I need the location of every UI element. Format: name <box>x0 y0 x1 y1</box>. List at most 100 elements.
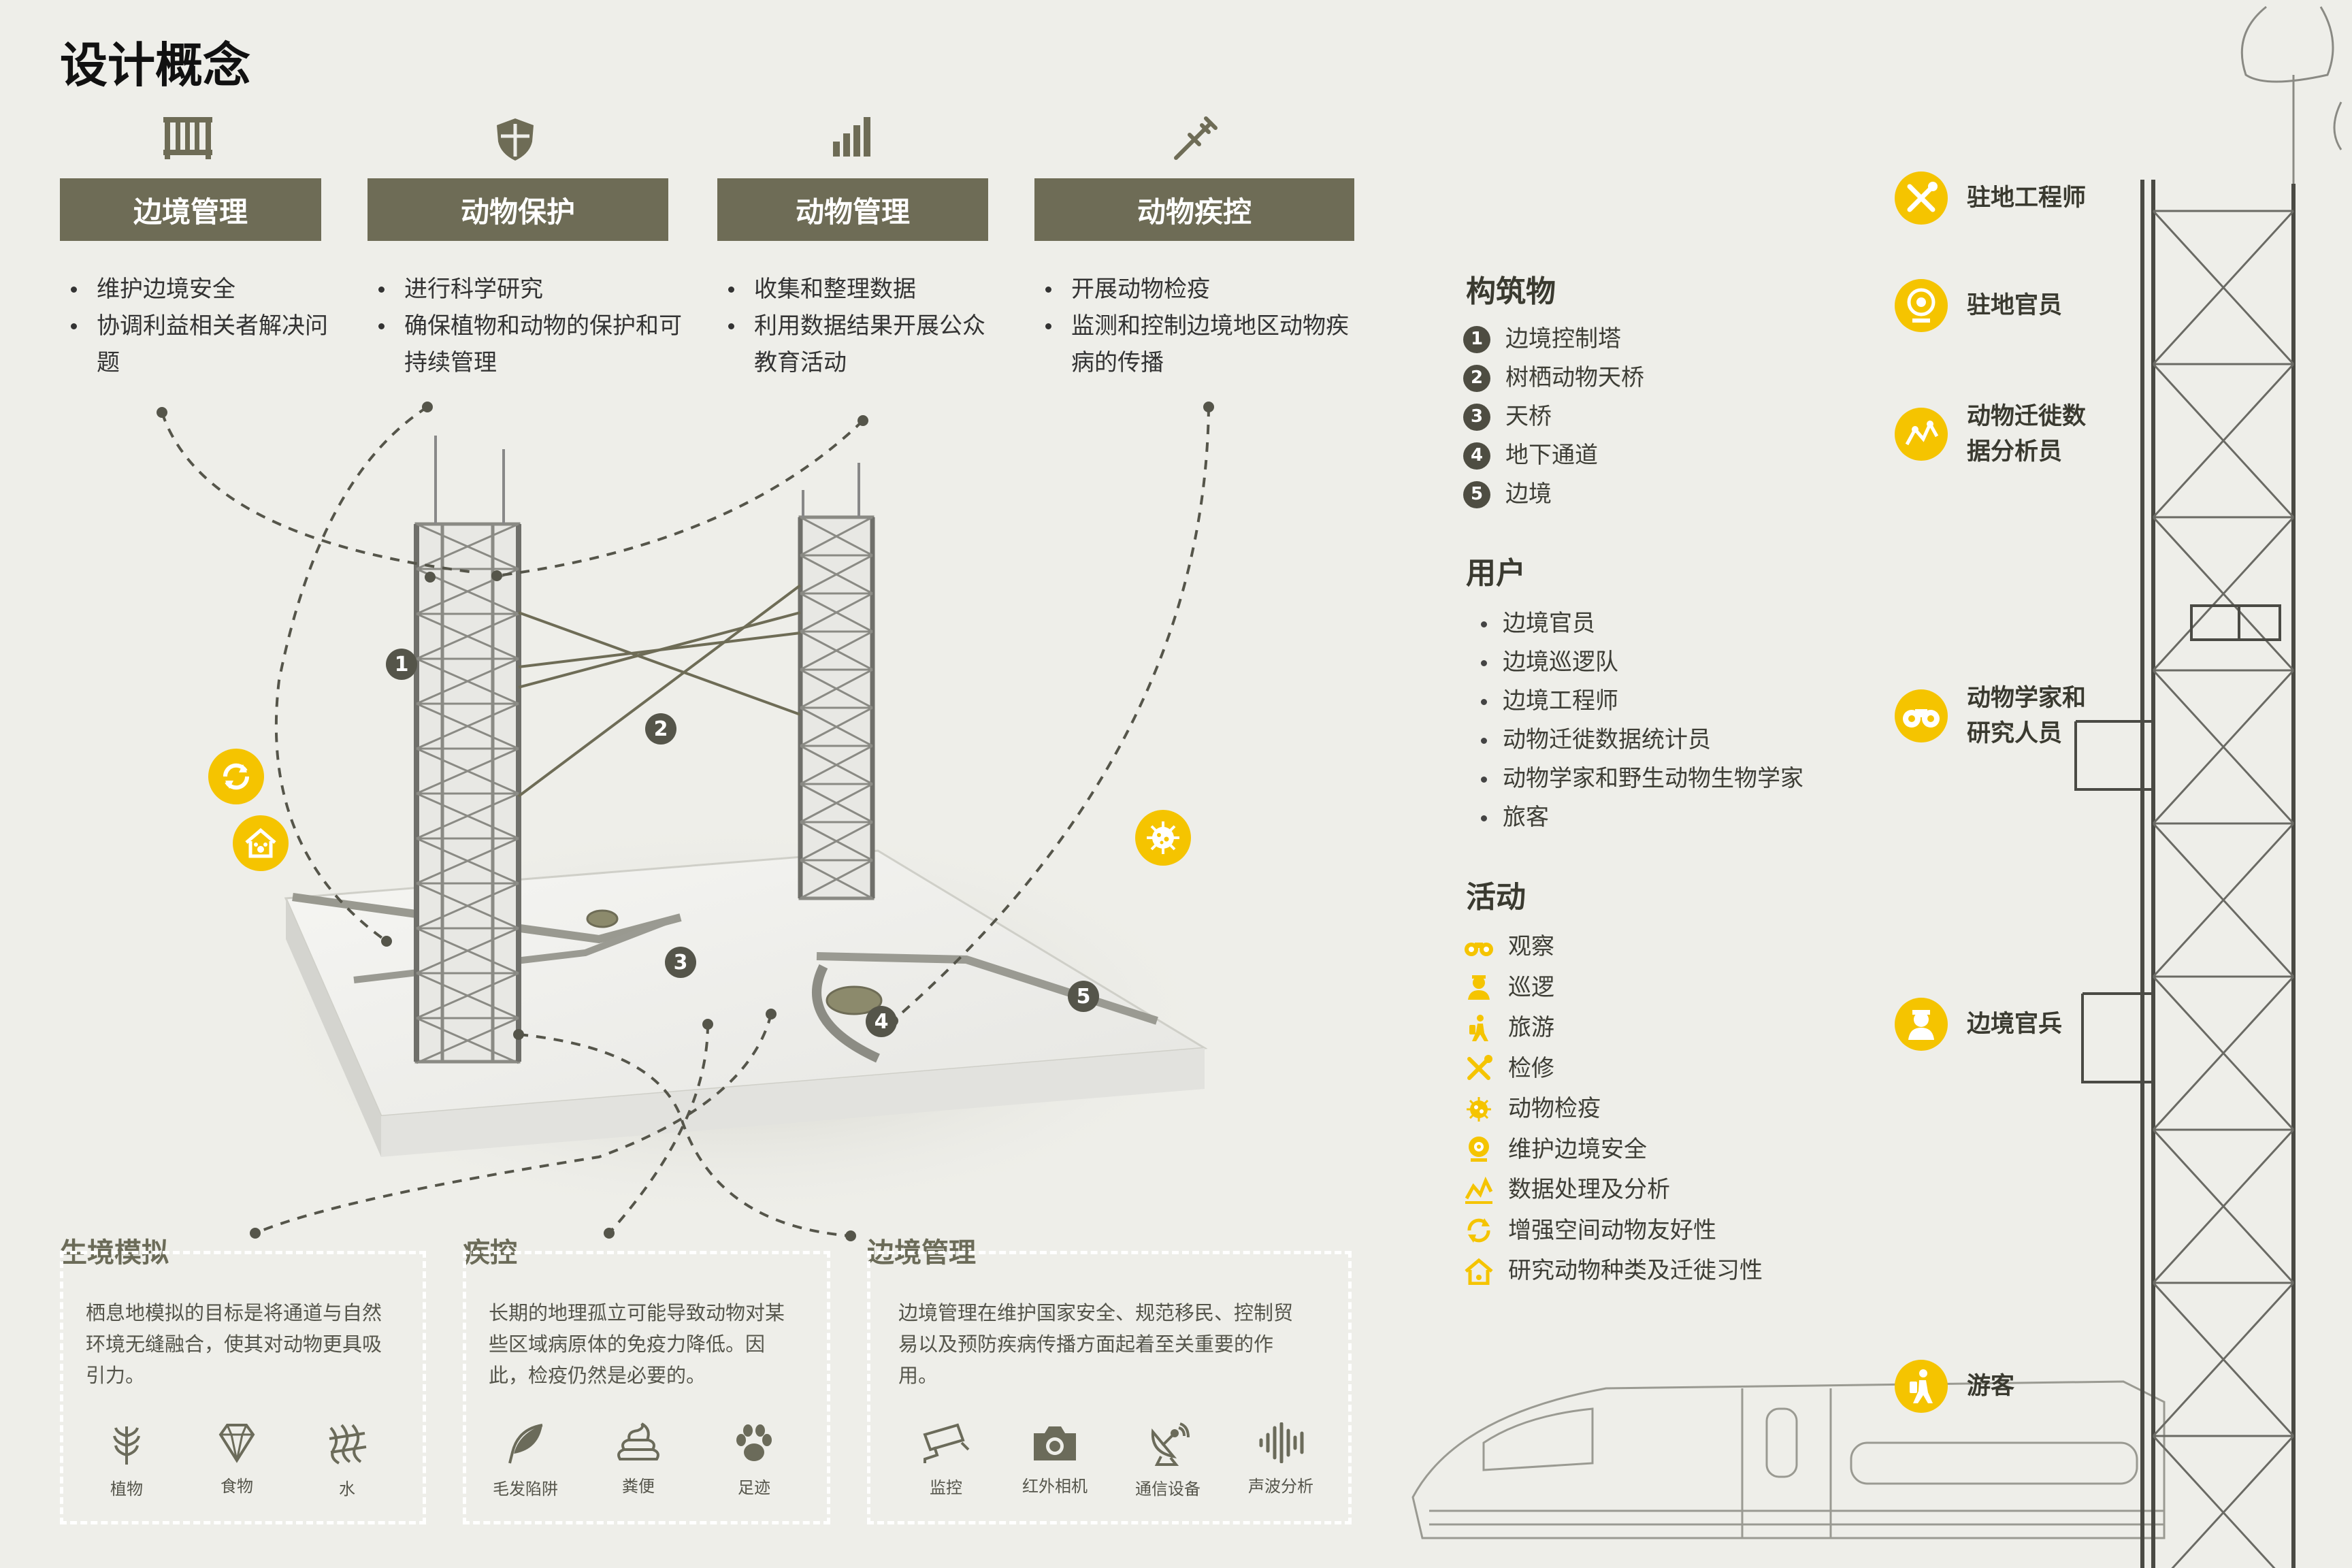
activities-heading: 活动 <box>1466 880 1526 915</box>
card-border-item: 通信设备 <box>1120 1422 1215 1499</box>
tab-animal-disease-control-list: 开展动物检疫 监测和控制边境地区动物疾病的传播 <box>1036 271 1356 381</box>
webcam-icon <box>1895 279 1948 332</box>
list-item: 边境巡逻队 <box>1478 643 1803 682</box>
fence-icon <box>163 117 212 159</box>
role-zoologist: 动物学家和研究人员 <box>1895 681 2086 751</box>
list-item: 动物迁徙数据统计员 <box>1478 721 1803 760</box>
tools-icon <box>1895 172 1948 225</box>
card-habitat-item: 食物 <box>189 1422 284 1497</box>
diagram-marker-2: 2 <box>645 713 676 745</box>
card-disease-text: 长期的地理孤立可能导致动物对某些区域病原体的免疫力降低。因此，检疫仍然是必要的。 <box>489 1301 785 1387</box>
list-item: 监测和控制边境地区动物疾病的传播 <box>1036 308 1356 381</box>
card-habitat-item: 水 <box>299 1422 395 1499</box>
list-item: 维护边境安全 <box>61 271 333 308</box>
number-badge: 1 <box>1463 325 1490 353</box>
list-item: 开展动物检疫 <box>1036 271 1356 308</box>
role-officer: 驻地官员 <box>1895 279 2062 332</box>
structures-heading: 构筑物 <box>1466 274 1556 309</box>
diagram-marker-1: 1 <box>386 649 417 680</box>
traveler-icon <box>1895 1360 1948 1413</box>
data-line-icon <box>1463 1176 1494 1204</box>
officer-icon <box>1895 998 1948 1051</box>
refresh-icon <box>1463 1217 1494 1244</box>
number-badge: 3 <box>1463 403 1490 431</box>
card-border-text: 边境管理在维护国家安全、规范移民、控制贸易以及预防疾病传播方面起着至关重要的作用… <box>898 1301 1294 1387</box>
card-disease-item: 足迹 <box>706 1422 802 1498</box>
number-badge: 2 <box>1463 364 1490 392</box>
dung-icon <box>617 1422 659 1460</box>
cctv-icon <box>923 1423 970 1463</box>
card-border <box>867 1251 1352 1524</box>
role-engineer: 驻地工程师 <box>1895 172 2086 225</box>
feather-icon <box>508 1424 543 1464</box>
card-habitat-text: 栖息地模拟的目标是将通道与自然环境无缝融合，使其对动物更具吸引力。 <box>86 1301 382 1387</box>
virus-icon <box>1463 1096 1494 1123</box>
list-item: 边境官员 <box>1478 604 1803 643</box>
activities-list: 观察 巡逻 旅游 检修 动物检疫 维护边境安全 数据处理及分析 增强空间动物友好… <box>1463 927 1763 1292</box>
list-item: 旅游 <box>1463 1008 1763 1049</box>
list-item: 边境工程师 <box>1478 682 1803 721</box>
satellite-dish-icon <box>1151 1422 1190 1466</box>
tools-icon <box>1463 1055 1494 1082</box>
list-item: 进行科学研究 <box>369 271 682 308</box>
list-item: 协调利益相关者解决问题 <box>61 308 333 381</box>
list-item: 动物学家和野生动物生物学家 <box>1478 760 1803 798</box>
tab-animal-disease-control[interactable]: 动物疾控 <box>1034 178 1354 241</box>
diagram-marker-3: 3 <box>665 947 696 978</box>
role-data-analyst: 动物迁徙数据分析员 <box>1895 399 2086 470</box>
animal-house-icon <box>1463 1258 1494 1285</box>
number-badge: 4 <box>1463 442 1490 470</box>
list-item: 检修 <box>1463 1049 1763 1090</box>
data-line-icon <box>1895 408 1948 461</box>
list-item: 旅客 <box>1478 798 1803 837</box>
users-list: 边境官员 边境巡逻队 边境工程师 动物迁徙数据统计员 动物学家和野生动物生物学家… <box>1478 604 1803 837</box>
list-item: 研究动物种类及迁徙习性 <box>1463 1251 1763 1292</box>
card-border-item: 红外相机 <box>1007 1422 1102 1497</box>
patrol-person-icon <box>1463 974 1494 1001</box>
tab-animal-protection-list: 进行科学研究 确保植物和动物的保护和可持续管理 <box>369 271 682 381</box>
paw-icon <box>736 1424 772 1461</box>
tab-border-management[interactable]: 边境管理 <box>60 178 321 241</box>
list-item: 维护边境安全 <box>1463 1130 1763 1171</box>
binoculars-icon <box>1895 689 1948 742</box>
tab-animal-management-list: 收集和整理数据 利用数据结果开展公众教育活动 <box>719 271 991 381</box>
card-disease-item: 粪便 <box>591 1422 686 1497</box>
card-disease <box>463 1251 830 1524</box>
list-item: 收集和整理数据 <box>719 271 991 308</box>
shield-icon <box>497 118 534 161</box>
traveler-icon <box>1463 1014 1494 1042</box>
refresh-icon <box>208 749 264 804</box>
tab-border-management-list: 维护边境安全 协调利益相关者解决问题 <box>61 271 333 381</box>
tab-animal-management[interactable]: 动物管理 <box>717 178 988 241</box>
card-disease-item: 毛发陷阱 <box>478 1422 573 1499</box>
diagram-marker-5: 5 <box>1068 981 1099 1012</box>
camera-icon <box>1034 1426 1076 1460</box>
list-item: 利用数据结果开展公众教育活动 <box>719 308 991 381</box>
card-habitat-item: 植物 <box>79 1422 174 1499</box>
list-item: 增强空间动物友好性 <box>1463 1211 1763 1252</box>
tab-animal-protection[interactable]: 动物保护 <box>368 178 668 241</box>
animal-house-icon <box>233 815 289 871</box>
binoculars-icon <box>1463 934 1494 961</box>
list-item: 动物检疫 <box>1463 1089 1763 1130</box>
list-item: 确保植物和动物的保护和可持续管理 <box>369 308 682 381</box>
syringe-icon <box>1174 116 1218 160</box>
page-title: 设计概念 <box>60 37 250 93</box>
list-item: 数据处理及分析 <box>1463 1170 1763 1211</box>
webcam-icon <box>1463 1136 1494 1163</box>
number-badge: 5 <box>1463 480 1490 508</box>
bar-chart-icon <box>833 117 870 157</box>
users-heading: 用户 <box>1466 556 1526 591</box>
plant-icon <box>113 1426 140 1465</box>
gem-icon <box>218 1424 255 1463</box>
sound-wave-icon <box>1259 1422 1304 1463</box>
role-border-guard: 边境官兵 <box>1895 998 2062 1051</box>
card-border-item: 声波分析 <box>1233 1422 1328 1497</box>
card-border-item: 监控 <box>898 1422 994 1498</box>
list-item: 观察 <box>1463 927 1763 968</box>
